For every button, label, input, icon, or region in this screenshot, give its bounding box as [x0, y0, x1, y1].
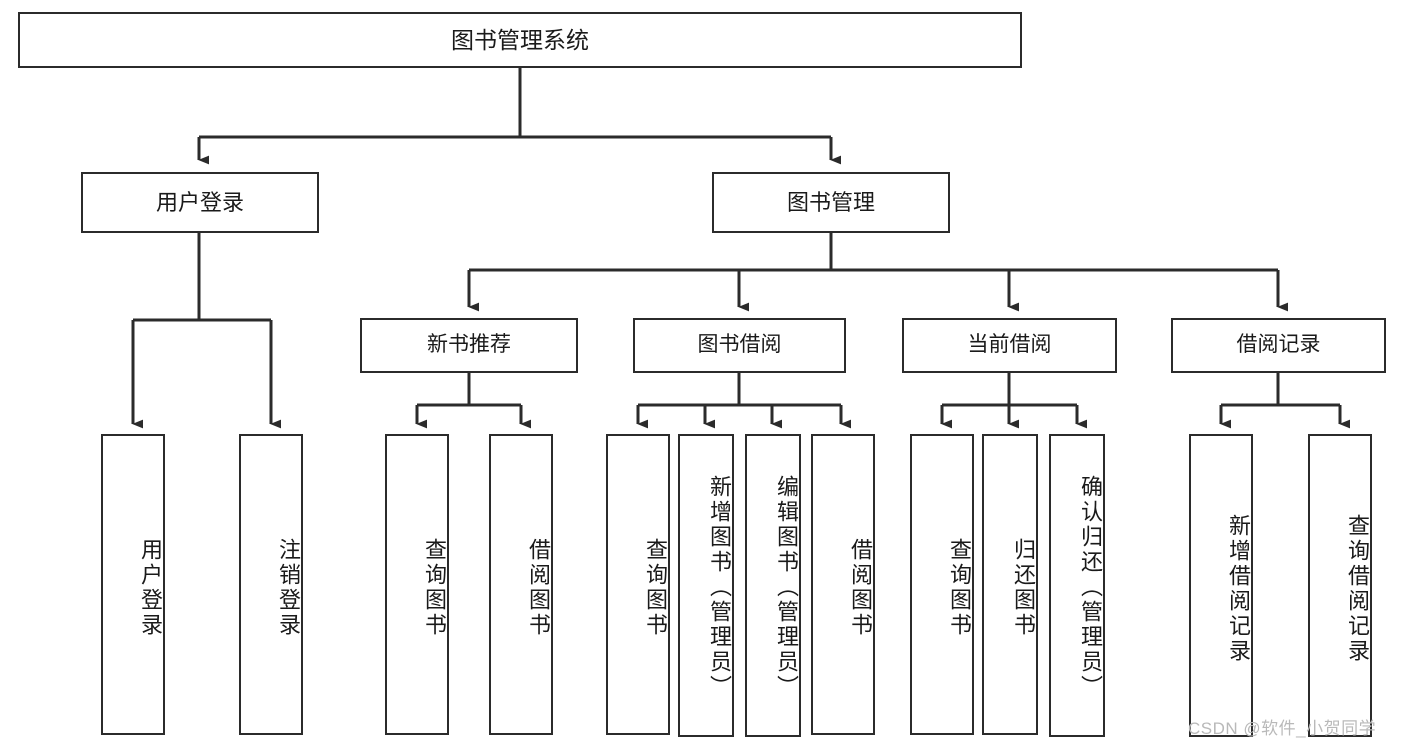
leaf-borrow-book-1[interactable]: 借阅图书: [489, 434, 553, 735]
leaf-borrow-book-1-label: 借阅图书: [526, 537, 551, 638]
node-new-book-recommend[interactable]: 新书推荐: [360, 318, 578, 373]
leaf-borrow-book-2[interactable]: 借阅图书: [811, 434, 875, 735]
node-user-login-label: 用户登录: [155, 189, 244, 215]
leaf-query-book-3-label: 查询图书: [947, 537, 972, 638]
leaf-confirm-return[interactable]: 确认归还（管理员）: [1049, 434, 1105, 737]
node-root[interactable]: 图书管理系统: [18, 12, 1022, 68]
node-book-borrow[interactable]: 图书借阅: [633, 318, 846, 373]
leaf-return-book-label: 归还图书: [1011, 537, 1036, 638]
node-book-borrow-label: 图书借阅: [697, 333, 782, 357]
leaf-edit-book-label: 编辑图书（管理员）: [774, 475, 799, 700]
node-current-borrow-label: 当前借阅: [967, 333, 1052, 357]
leaf-query-book-1[interactable]: 查询图书: [385, 434, 449, 735]
node-book-management-label: 图书管理: [786, 189, 875, 215]
node-root-label: 图书管理系统: [451, 26, 589, 53]
leaf-query-book-3[interactable]: 查询图书: [910, 434, 974, 735]
leaf-query-book-2[interactable]: 查询图书: [606, 434, 670, 735]
leaf-add-record-label: 新增借阅记录: [1226, 513, 1251, 664]
node-borrow-record-label: 借阅记录: [1236, 333, 1321, 357]
leaf-add-record[interactable]: 新增借阅记录: [1189, 434, 1253, 737]
leaf-user-login[interactable]: 用户登录: [101, 434, 165, 735]
leaf-query-book-1-label: 查询图书: [422, 537, 447, 638]
leaf-return-book[interactable]: 归还图书: [982, 434, 1038, 735]
watermark: CSDN @软件_小贺同学: [1188, 719, 1377, 738]
node-borrow-record[interactable]: 借阅记录: [1171, 318, 1386, 373]
leaf-borrow-book-2-label: 借阅图书: [848, 537, 873, 638]
node-book-management[interactable]: 图书管理: [712, 172, 950, 233]
leaf-add-book[interactable]: 新增图书（管理员）: [678, 434, 734, 737]
leaf-confirm-return-label: 确认归还（管理员）: [1078, 475, 1103, 700]
node-current-borrow[interactable]: 当前借阅: [902, 318, 1117, 373]
leaf-logout-label: 注销登录: [276, 537, 301, 638]
node-user-login[interactable]: 用户登录: [81, 172, 319, 233]
leaf-edit-book[interactable]: 编辑图书（管理员）: [745, 434, 801, 737]
leaf-query-book-2-label: 查询图书: [643, 537, 668, 638]
leaf-user-login-label: 用户登录: [138, 537, 163, 638]
leaf-add-book-label: 新增图书（管理员）: [707, 475, 732, 700]
leaf-query-record[interactable]: 查询借阅记录: [1308, 434, 1372, 737]
node-new-book-recommend-label: 新书推荐: [427, 333, 511, 357]
leaf-query-record-label: 查询借阅记录: [1345, 513, 1370, 664]
leaf-logout[interactable]: 注销登录: [239, 434, 303, 735]
